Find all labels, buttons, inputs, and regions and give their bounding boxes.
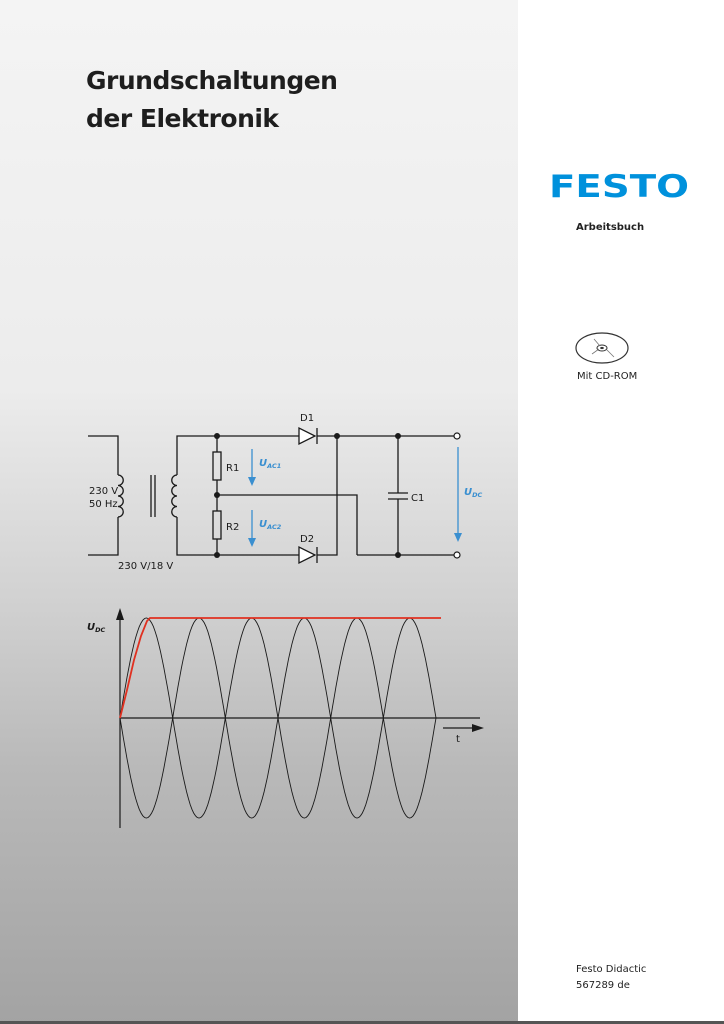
publisher-name: Festo Didactic (576, 964, 647, 975)
book-title: Grundschaltungen der Elektronik (86, 62, 338, 138)
waveform-x-axis-label: t (456, 734, 460, 745)
capacitor-c1-label: C1 (411, 493, 424, 504)
festo-logo: FESTO (549, 169, 689, 202)
diode-d1-label: D1 (300, 413, 314, 424)
cd-rom-icon (575, 332, 629, 364)
resistor-r2-label: R2 (226, 522, 239, 533)
resistor-r1-label: R1 (226, 463, 239, 474)
book-title-line-2: der Elektronik (86, 104, 279, 133)
cover-gradient-panel (0, 0, 518, 1024)
transformer-ratio-label: 230 V/18 V (118, 561, 173, 572)
cover-white-panel (518, 0, 724, 1024)
input-frequency-label: 50 Hz (89, 499, 118, 510)
input-voltage-label: 230 V (89, 486, 118, 497)
order-number: 567289 de (576, 980, 630, 991)
cd-rom-label: Mit CD-ROM (577, 371, 638, 382)
publisher-info: Festo Didactic 567289 de (576, 962, 646, 994)
rectifier-circuit-diagram: D1 D2 R1 R2 C1 230 V 50 Hz 230 V/18 V UA… (87, 413, 484, 828)
festo-logo-text: FESTO (549, 169, 689, 202)
book-title-line-1: Grundschaltungen (86, 66, 338, 95)
udc-output-label: UDC (464, 487, 483, 499)
waveform-plot: UDC t (87, 608, 484, 828)
bottom-edge-line (0, 1021, 724, 1024)
uac2-label: UAC2 (259, 519, 282, 531)
waveform-y-axis-label: UDC (87, 622, 106, 634)
diode-d2-label: D2 (300, 534, 314, 545)
uac1-label: UAC1 (259, 458, 281, 470)
document-type: Arbeitsbuch (576, 222, 645, 233)
